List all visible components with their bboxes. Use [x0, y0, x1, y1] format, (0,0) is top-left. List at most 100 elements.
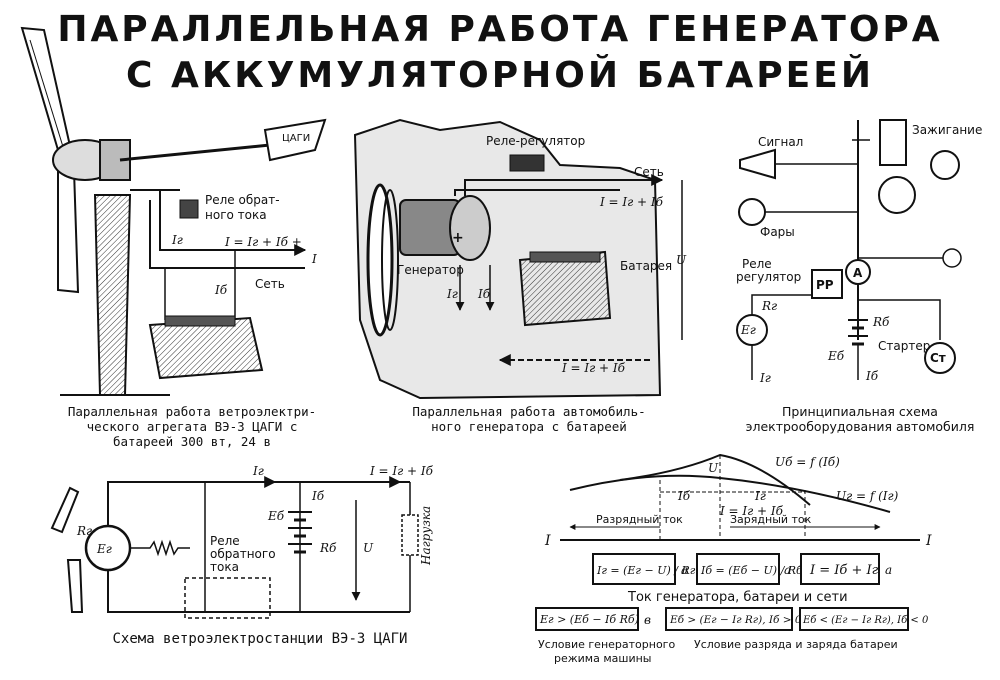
auto-ig: Iг	[446, 287, 458, 301]
turbine-pole	[93, 194, 132, 396]
wind-relay-label2: ного тока	[205, 208, 267, 222]
schema-eg: Eг	[740, 323, 756, 337]
horn-icon	[739, 148, 776, 180]
graph-charge: Зарядный ток	[730, 513, 812, 526]
schema-relay2: регулятор	[736, 270, 801, 284]
wind-battery	[148, 316, 264, 380]
ve3-circuit: Eг Rг Iг I = Iг + Iб Реле обратного тока…	[50, 464, 434, 619]
auto-caption-line2: ного генератора с батареей	[431, 419, 627, 434]
auto-caption-line1: Параллельная работа автомобиль-	[412, 404, 646, 419]
headlight-icon	[738, 198, 766, 226]
graph-axis-right: I	[925, 533, 932, 549]
ve3-ig: Iг	[252, 464, 264, 478]
auto-relay-label: Реле-регулятор	[486, 134, 585, 148]
lamp-icon	[942, 248, 962, 268]
wind-net: Сеть	[255, 277, 285, 291]
cond1-label-a: Условие генераторного	[538, 638, 675, 651]
schema-starter: Стартер	[878, 339, 930, 353]
auto-u: U	[676, 253, 687, 267]
auto-ib: Iб	[477, 287, 491, 301]
wind-ib: Iб	[214, 283, 228, 297]
schema-headlights: Фары	[760, 225, 795, 239]
spark-plug-icon	[930, 150, 960, 180]
wind-i-eq: I = Iг + Iб +	[224, 235, 302, 249]
formula-i-unit: а	[885, 563, 892, 577]
cond1: Eг > (Eб − Iб Rб)	[539, 613, 639, 626]
graph-currents: Ток генератора, батареи и сети	[627, 590, 848, 605]
cond1-unit: в	[644, 613, 651, 627]
wind-minus: I	[311, 252, 317, 266]
schema-rr: РР	[816, 278, 834, 292]
auto-caption: Параллельная работа автомобиль- ного ген…	[384, 404, 674, 434]
schema-eb: Eб	[827, 349, 845, 363]
formula-ig-unit: а	[681, 563, 688, 577]
schema-rg: Rг	[761, 299, 777, 313]
cond3-box	[799, 607, 909, 631]
auto-battery	[518, 250, 612, 327]
ignition-coil-icon	[879, 119, 907, 166]
cond3: Eб < (Eг − Iг Rг), Iб < 0	[802, 615, 929, 626]
wind-caption-line2: ческого агрегата ВЭ-3 ЦАГИ с	[86, 419, 298, 434]
svg-text:+: +	[452, 230, 464, 246]
ve3-i-eq: I = Iг + Iб	[369, 464, 434, 478]
wind-relay-label1: Реле обрат-	[205, 193, 280, 207]
graph-ib: Iб	[677, 489, 691, 503]
formula-ig-box	[592, 553, 676, 585]
ve3-eb: Eб	[267, 509, 285, 523]
schema-rb: Rб	[872, 315, 890, 329]
schema-relay1: Реле	[742, 257, 772, 271]
formula-i-box	[800, 553, 880, 585]
ve3-field-winding	[130, 539, 190, 557]
ve3-relay-box	[184, 577, 271, 619]
turbine-blade-upper	[20, 26, 72, 152]
poster-title-line2: С АККУМУЛЯТОРНОЙ БАТАРЕЕЙ	[126, 55, 874, 96]
wind-caption: Параллельная работа ветроэлектри- ческог…	[42, 404, 342, 449]
ammeter-icon	[845, 259, 871, 285]
auto-generator-illustration: + Реле-регулятор Сеть I = Iг + Iб Генера…	[353, 118, 687, 400]
poster-title-line1: ПАРАЛЛЕЛЬНАЯ РАБОТА ГЕНЕРАТОРА	[57, 9, 943, 50]
schema-caption-line1: Принципиальная схема	[782, 404, 938, 419]
ve3-load	[401, 514, 419, 556]
ve3-caption: Схема ветроэлектростанции ВЭ-3 ЦАГИ	[112, 631, 408, 647]
wind-caption-line3: батареей 300 вт, 24 в	[112, 434, 272, 449]
ve3-battery-icon	[288, 511, 312, 554]
turbine-tail-vane	[263, 118, 327, 162]
auto-relay-box	[509, 154, 545, 172]
graph-ub: Uб = f (Iб)	[775, 455, 840, 469]
schema-caption: Принципиальная схема электрооборудования…	[740, 404, 980, 434]
cond2-box	[665, 607, 793, 631]
schema-ammeter: A	[853, 266, 863, 280]
graph-axis-left: I	[544, 533, 551, 549]
cond1-label-b: режима машины	[554, 652, 651, 665]
cond2-label: Условие разряда и заряда батареи	[694, 638, 898, 651]
ve3-ib: Iб	[311, 489, 325, 503]
schema-ig: Iг	[759, 371, 771, 385]
auto-i-bottom: I = Iг + Iб	[561, 361, 626, 375]
auto-battery-label: Батарея	[620, 259, 672, 273]
auto-net: Сеть	[634, 165, 664, 179]
ve3-rb: Rб	[319, 541, 337, 555]
graph-ig: Iг	[754, 489, 766, 503]
formula-ig: Iг = (Eг − U) / Rг	[596, 564, 696, 577]
wind-ig: Iг	[171, 233, 183, 247]
ve3-relay3: тока	[210, 560, 239, 574]
turbine-blade-lower	[57, 169, 80, 294]
formula-ib: Iб = (Eб − U) / Rб	[700, 564, 803, 577]
ve3-u: U	[363, 541, 374, 555]
ve3-eg: Eг	[96, 542, 112, 556]
ve3-rotor-blade-bottom	[66, 559, 84, 613]
tail-label: ЦАГИ	[282, 133, 310, 144]
schema-ignition: Зажигание	[912, 123, 982, 137]
cond1-box	[535, 607, 639, 631]
formula-i: I = Iб + Iг	[809, 563, 879, 578]
graph-discharge: Разрядный ток	[596, 513, 683, 526]
ve3-relay2: обратного	[210, 547, 276, 561]
schema-rr-box	[811, 269, 843, 299]
starter-icon	[924, 342, 956, 374]
cond2: Eб > (Eг − Iг Rг), Iб > 0	[669, 614, 802, 626]
schema-ib: Iб	[865, 369, 879, 383]
formula-ib-unit: а	[784, 563, 791, 577]
auto-wiring-schema: Сигнал Зажигание Фары Реле регулятор РР …	[736, 119, 982, 385]
ve3-rg: Rг	[76, 524, 92, 538]
